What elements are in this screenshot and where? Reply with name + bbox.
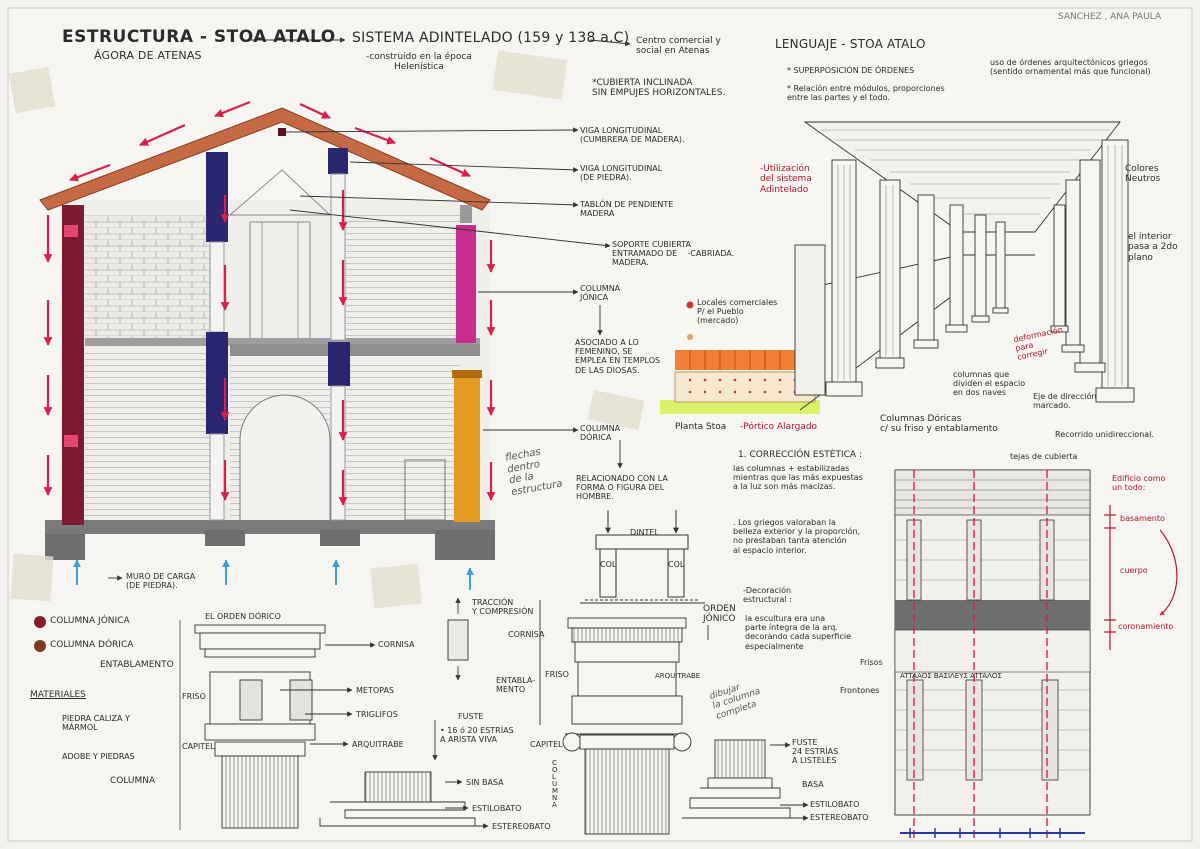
elevation-coronamiento: coronamiento <box>1118 622 1174 631</box>
page-title: ESTRUCTURA - STOA ATALO <box>62 27 336 47</box>
lenguaje-utilizacion: -Utilización del sistema Adintelado <box>760 164 812 195</box>
label-viga-piedra: VIGA LONGITUDINAL (DE PIEDRA). <box>580 164 663 183</box>
materiales-title: MATERIALES <box>30 690 86 700</box>
dorico-capitel: CAPITEL <box>182 742 215 751</box>
label-asociado: ASOCIADO A LO FEMENINO, SE EMPLEA EN TEM… <box>575 338 661 375</box>
lintel-diagram <box>580 510 705 604</box>
col-label-right: COL <box>668 560 685 569</box>
label-col-jonica: COLUMNA JÓNICA <box>580 284 621 303</box>
legend-jonica-dot <box>34 616 46 628</box>
elevation-basamento: basamento <box>1120 514 1165 523</box>
jonico-basa: BASA <box>802 780 824 789</box>
ionic-order-drawing <box>562 617 809 835</box>
lenguaje-columnas-doricas: Columnas Dóricas c/ su friso y entablame… <box>880 414 998 435</box>
stoa-plan <box>660 301 820 414</box>
facade-elevation <box>894 469 1178 840</box>
legend-dorica: COLUMNA DÓRICA <box>50 640 134 650</box>
dorico-triglifos: TRIGLIFOS <box>356 710 398 719</box>
lenguaje-item1: * SUPERPOSICIÓN DE ÓRDENES <box>787 66 915 75</box>
correccion-text2: . Los griegos valoraban la belleza exter… <box>733 518 861 555</box>
jonico-capitel: CAPITEL <box>530 740 563 749</box>
stoa-perspective <box>794 121 1135 411</box>
jonico-title: ORDEN JÓNICO <box>703 604 736 625</box>
plan-locales: Locales comerciales P/ el Pueblo (mercad… <box>697 298 778 326</box>
use-note: Centro comercial y social en Atenas <box>636 36 721 57</box>
dorico-title: EL ORDEN DÓRICO <box>205 612 281 621</box>
elevation-tejas: tejas de cubierta <box>1010 452 1078 461</box>
jonico-columna: C O L U M N A <box>552 759 559 809</box>
correccion-text3: la escultura era una parte íntegra de la… <box>745 614 852 651</box>
dorico-entablamento: ENTABLAMENTO <box>100 660 174 670</box>
correccion-text1: las columnas + estabilizadas mientras qu… <box>733 464 863 492</box>
page-subtitle: ÁGORA DE ATENAS <box>94 49 202 62</box>
system-title: SISTEMA ADINTELADO (159 y 138 a.C) <box>352 30 630 46</box>
dorico-columna: COLUMNA <box>110 776 156 786</box>
dorico-estrias: • 16 ó 20 ESTRÍAS A ARISTA VIVA <box>440 726 514 745</box>
label-soporte: SOPORTE CUBIERTA ENTRAMADO DE -CABRIADA.… <box>612 240 735 268</box>
dorico-arquitrabe: ARQUITRABE <box>352 740 404 749</box>
dorico-traccion: TRACCIÓN Y COMPRESIÓN <box>472 598 534 617</box>
building-section <box>39 37 631 590</box>
label-viga-madera: VIGA LONGITUDINAL (CUMBRERA DE MADERA). <box>580 126 685 145</box>
label-flechas: flechas dentro de la estructura <box>504 446 564 498</box>
dorico-estereobato: ESTEREOBATO <box>492 822 551 831</box>
lenguaje-title: LENGUAJE - STOA ATALO <box>775 37 926 51</box>
lenguaje-item1-note: uso de órdenes arquitectónicos griegos (… <box>990 58 1151 77</box>
system-note: -construido en la época Helenística <box>366 52 472 73</box>
author-name: SANCHEZ , ANA PAULA <box>1058 12 1162 22</box>
elevation-edificio: Edificio como un todo: <box>1112 474 1166 493</box>
jonico-fuste: FUSTE 24 ESTRÍAS A LISTELES <box>792 738 839 766</box>
dorico-friso: FRISO <box>182 692 206 701</box>
jonico-arquitrabe: ARQUITRABE <box>655 672 701 680</box>
dorico-estilobato: ESTILOBATO <box>472 804 522 813</box>
doric-order-drawing <box>179 597 541 830</box>
plan-planta: Planta Stoa <box>675 422 727 432</box>
correccion-frontones: Frontones <box>840 686 880 695</box>
roof-note: *CUBIERTA INCLINADA SIN EMPUJES HORIZONT… <box>592 78 726 99</box>
lenguaje-item2: * Relación entre módulos, proporciones e… <box>787 84 945 103</box>
label-muro: MURO DE CARGA (DE PIEDRA). <box>126 572 196 591</box>
lenguaje-recorrido: Recorrido unidireccional. <box>1055 430 1154 439</box>
materiales-item1: PIEDRA CALIZA Y MÁRMOL <box>62 714 130 733</box>
dorico-metopas: METOPAS <box>356 686 395 695</box>
elevation-inscription: ATTAAOΣ BAΣIΛEYΣ ATTAΛOΣ <box>900 672 1002 680</box>
lenguaje-interior: el interior pasa a 2do plano <box>1128 232 1178 263</box>
lenguaje-colores: Colores Neutros <box>1125 164 1161 185</box>
legend-jonica: COLUMNA JÓNICA <box>50 616 130 626</box>
correccion-frisos: Frisos <box>860 658 883 667</box>
label-col-dorica: COLUMNA DÓRICA <box>580 424 621 443</box>
correccion-title: 1. CORRECCIÓN ESTÉTICA : <box>738 450 862 460</box>
jonico-entablamento: ENTABLA- MENTO <box>496 676 536 695</box>
label-relacionado: RELACIONADO CON LA FORMA O FIGURA DEL HO… <box>576 474 668 502</box>
elevation-cuerpo: cuerpo <box>1120 566 1148 575</box>
legend-dorica-dot <box>34 640 46 652</box>
label-tablon: TABLÓN DE PENDIENTE MADERA <box>580 200 674 219</box>
jonico-estereobato: ESTEREOBATO <box>810 813 869 822</box>
plan-portico: -Pórtico Alargado <box>740 422 818 432</box>
jonico-estilobato: ESTILOBATO <box>810 800 860 809</box>
lenguaje-eje: Eje de dirección marcado. <box>1033 392 1097 411</box>
lenguaje-columnas-dividen: columnas que dividen el espacio en dos n… <box>953 370 1026 398</box>
materiales-item2: ADOBE Y PIEDRAS <box>62 752 135 761</box>
dorico-fuste: FUSTE <box>458 712 484 721</box>
dorico-cornisa: CORNISA <box>378 640 415 649</box>
correccion-decoracion: -Decoración estructural : <box>743 586 792 605</box>
dintel-label: DINTEL <box>630 528 659 537</box>
jonico-cornisa: CORNISA <box>508 630 545 639</box>
dorico-sin-basa: SIN BASA <box>466 778 504 787</box>
col-label-left: COL <box>600 560 617 569</box>
jonico-friso: FRISO <box>545 670 569 679</box>
